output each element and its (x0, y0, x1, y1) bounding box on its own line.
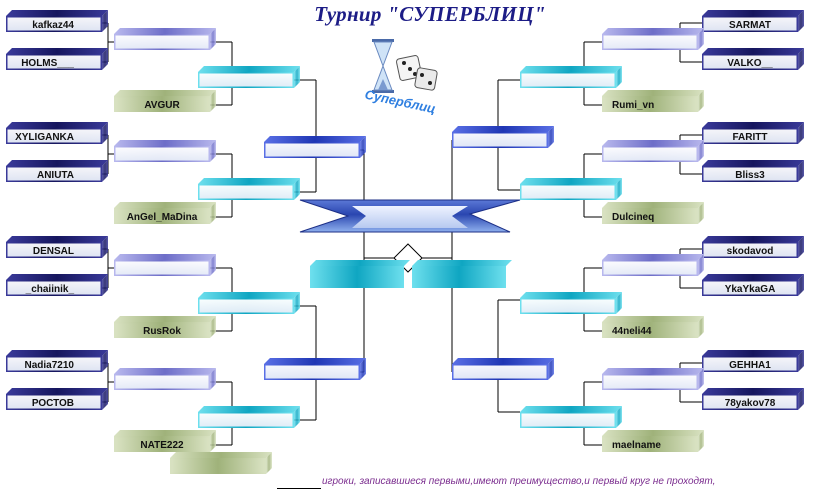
page-title: Турнир "СУПЕРБЛИЦ" (314, 2, 546, 26)
player-name: 78yakov78 (725, 398, 776, 409)
player-name: skodavod (727, 246, 774, 257)
player-slot: kafkaz44 (6, 10, 108, 32)
bracket-slot (198, 406, 300, 428)
player-name: Nadia7210 (25, 360, 75, 371)
bracket-slot (520, 406, 622, 428)
player-name: VALKO__ (727, 58, 773, 69)
final-area (299, 199, 521, 288)
player-slot: skodavod (702, 236, 804, 258)
bracket-slot (264, 358, 366, 380)
logo-text: Суперблиц (363, 87, 437, 115)
player-slot: GEHHA1 (702, 350, 804, 372)
player-name: SARMAT (729, 20, 771, 31)
bracket-slot (602, 368, 704, 390)
player-slot: DENSAL (6, 236, 108, 258)
bracket-slot (602, 140, 704, 162)
footer-note: игроки, записавшиеся первыми,имеют преим… (322, 476, 716, 487)
superblitz-logo: Суперблиц (363, 39, 438, 115)
hourglass-icon (372, 39, 394, 93)
player-slot: SARMAT (702, 10, 804, 32)
player-name: maelname (612, 440, 661, 451)
player-name: kafkaz44 (32, 20, 74, 31)
player-name: РОСТОВ (32, 398, 74, 409)
player-slot: 44neli44 (602, 316, 704, 338)
player-name: 44neli44 (612, 326, 652, 337)
player-slot: maelname (602, 430, 704, 452)
bracket-slot (114, 140, 216, 162)
player-slot: YkaYkaGA (702, 274, 804, 296)
bracket-slot (264, 136, 366, 158)
bracket-slot (198, 292, 300, 314)
player-slot: HOLMS___ (6, 48, 108, 70)
player-name: RusRok (143, 326, 181, 337)
player-name: AVGUR (144, 100, 180, 111)
player-name: Bliss3 (735, 170, 765, 181)
footer-underline (277, 488, 321, 489)
player-name: Dulcineq (612, 212, 654, 223)
player-slot: XYLIGANKA (6, 122, 108, 144)
bracket-slot (520, 292, 622, 314)
bracket-slot (452, 126, 554, 148)
final-slot-left (310, 260, 410, 288)
player-slot: Rumi_vn (602, 90, 704, 112)
player-slot: FARITT (702, 122, 804, 144)
player-slot: AnGel_MaDina (114, 202, 216, 224)
final-banner (299, 199, 521, 233)
player-name: ANIUTA (37, 170, 74, 181)
bracket-slot (170, 452, 272, 474)
player-name: XYLIGANKA (15, 132, 74, 143)
player-slot: РОСТОВ (6, 388, 108, 410)
player-slot: AVGUR (114, 90, 216, 112)
bracket-slot (452, 358, 554, 380)
player-name: Rumi_vn (612, 100, 654, 111)
player-slot: VALKO__ (702, 48, 804, 70)
bracket-slot (602, 28, 704, 50)
bracket-slot (114, 368, 216, 390)
player-name: HOLMS___ (21, 58, 74, 69)
player-slot: 78yakov78 (702, 388, 804, 410)
player-name: NATE222 (140, 440, 184, 451)
player-name: YkaYkaGA (725, 284, 776, 295)
player-slot: NATE222 (114, 430, 216, 452)
dice-icon (396, 55, 438, 91)
bracket-slot (520, 178, 622, 200)
bracket-slot (114, 28, 216, 50)
player-slot: ANIUTA (6, 160, 108, 182)
player-name: _chaiinik_ (25, 284, 75, 295)
player-slot: Nadia7210 (6, 350, 108, 372)
final-slot-right (412, 260, 512, 288)
player-name: GEHHA1 (729, 360, 771, 371)
bracket-slot (198, 66, 300, 88)
player-name: FARITT (733, 132, 768, 143)
player-name: DENSAL (33, 246, 74, 257)
player-name: AnGel_MaDina (127, 212, 198, 223)
bracket-slot (114, 254, 216, 276)
player-slot: _chaiinik_ (6, 274, 108, 296)
player-slot: Bliss3 (702, 160, 804, 182)
player-slot: Dulcineq (602, 202, 704, 224)
bracket-slot (602, 254, 704, 276)
player-slot: RusRok (114, 316, 216, 338)
bracket-slot (198, 178, 300, 200)
bracket-slot (520, 66, 622, 88)
